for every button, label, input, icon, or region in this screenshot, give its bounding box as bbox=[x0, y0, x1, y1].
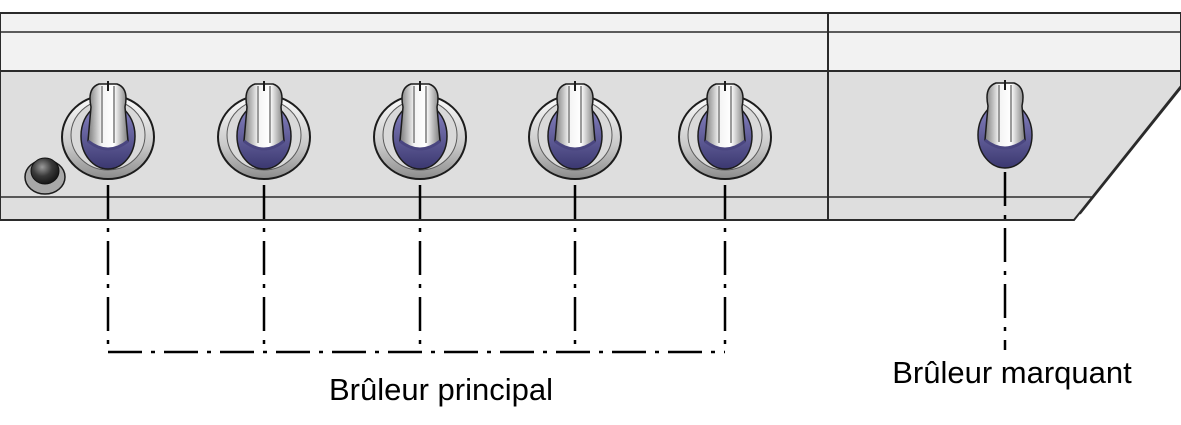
leader-lines bbox=[106, 172, 1007, 354]
main-burner-label: Brûleur principal bbox=[329, 372, 553, 407]
sear-burner-label: Brûleur marquant bbox=[892, 355, 1132, 390]
ignition-button-icon bbox=[24, 157, 66, 195]
